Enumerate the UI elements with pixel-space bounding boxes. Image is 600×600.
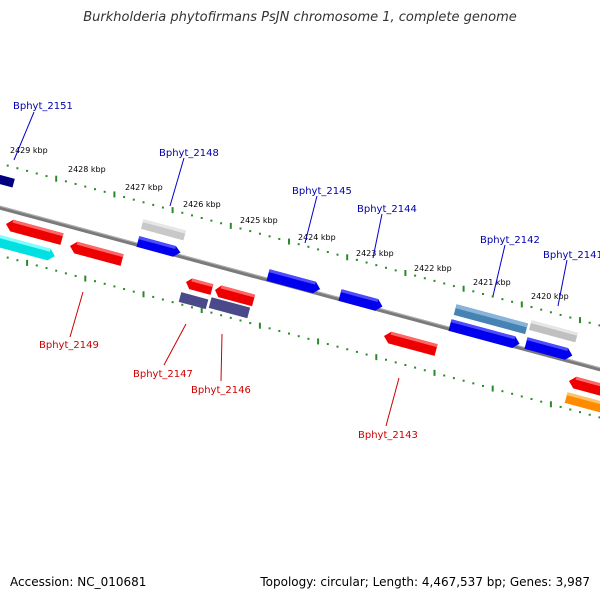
gene-feature[interactable]: [453, 304, 529, 335]
gene-feature[interactable]: [0, 172, 15, 188]
gene-label-bphyt-2146[interactable]: Bphyt_2146: [191, 385, 251, 396]
gene-label-bphyt-2143[interactable]: Bphyt_2143: [358, 430, 418, 441]
gene-feature[interactable]: [567, 375, 600, 398]
gene-label-bphyt-2145[interactable]: Bphyt_2145: [292, 186, 352, 197]
ruler-label: 2420 kbp: [531, 292, 569, 301]
gene-feature[interactable]: [184, 277, 214, 295]
gene-feature[interactable]: [338, 289, 384, 312]
gene-label-bphyt-2144[interactable]: Bphyt_2144: [357, 204, 417, 215]
gene-feature[interactable]: [528, 320, 578, 343]
gene-feature[interactable]: [564, 392, 600, 415]
gene-feature[interactable]: [448, 319, 521, 349]
gene-feature[interactable]: [266, 269, 321, 295]
gene-feature[interactable]: [213, 284, 256, 307]
ruler-label: 2423 kbp: [356, 249, 394, 258]
ruler-label: 2428 kbp: [68, 165, 106, 174]
gene-feature[interactable]: [4, 218, 64, 245]
gene-label-bphyt-2142[interactable]: Bphyt_2142: [480, 235, 540, 246]
gene-feature[interactable]: [382, 330, 438, 356]
gene-feature[interactable]: [208, 297, 251, 319]
gene-label-bphyt-2149[interactable]: Bphyt_2149: [39, 340, 99, 351]
gene-feature[interactable]: [140, 219, 187, 241]
topology-summary: Topology: circular; Length: 4,467,537 bp…: [260, 575, 590, 589]
ruler-label: 2422 kbp: [414, 264, 452, 273]
ruler-labels: 2429 kbp 2428 kbp 2427 kbp 2426 kbp 2425…: [10, 146, 569, 301]
ruler-ticks: [6, 164, 600, 419]
gene-feature[interactable]: [68, 240, 124, 266]
ruler-label: 2429 kbp: [10, 146, 48, 155]
ruler-label: 2421 kbp: [473, 278, 511, 287]
ruler-label: 2424 kbp: [298, 233, 336, 242]
gene-label-bphyt-2151[interactable]: Bphyt_2151: [13, 101, 73, 112]
gene-feature[interactable]: [136, 236, 181, 258]
ruler-label: 2427 kbp: [125, 183, 163, 192]
map-title: Burkholderia phytofirmans PsJN chromosom…: [83, 10, 517, 25]
ruler-label: 2426 kbp: [183, 200, 221, 209]
gene-label-bphyt-2141[interactable]: Bphyt_2141: [543, 250, 600, 261]
accession-text: Accession: NC_010681: [10, 575, 147, 589]
gene-label-bphyt-2148[interactable]: Bphyt_2148: [159, 148, 219, 159]
ruler-label: 2425 kbp: [240, 216, 278, 225]
gene-feature[interactable]: [178, 292, 209, 310]
gene-label-bphyt-2147[interactable]: Bphyt_2147: [133, 369, 193, 380]
gene-feature[interactable]: [524, 337, 573, 361]
gene-feature[interactable]: [0, 234, 56, 262]
